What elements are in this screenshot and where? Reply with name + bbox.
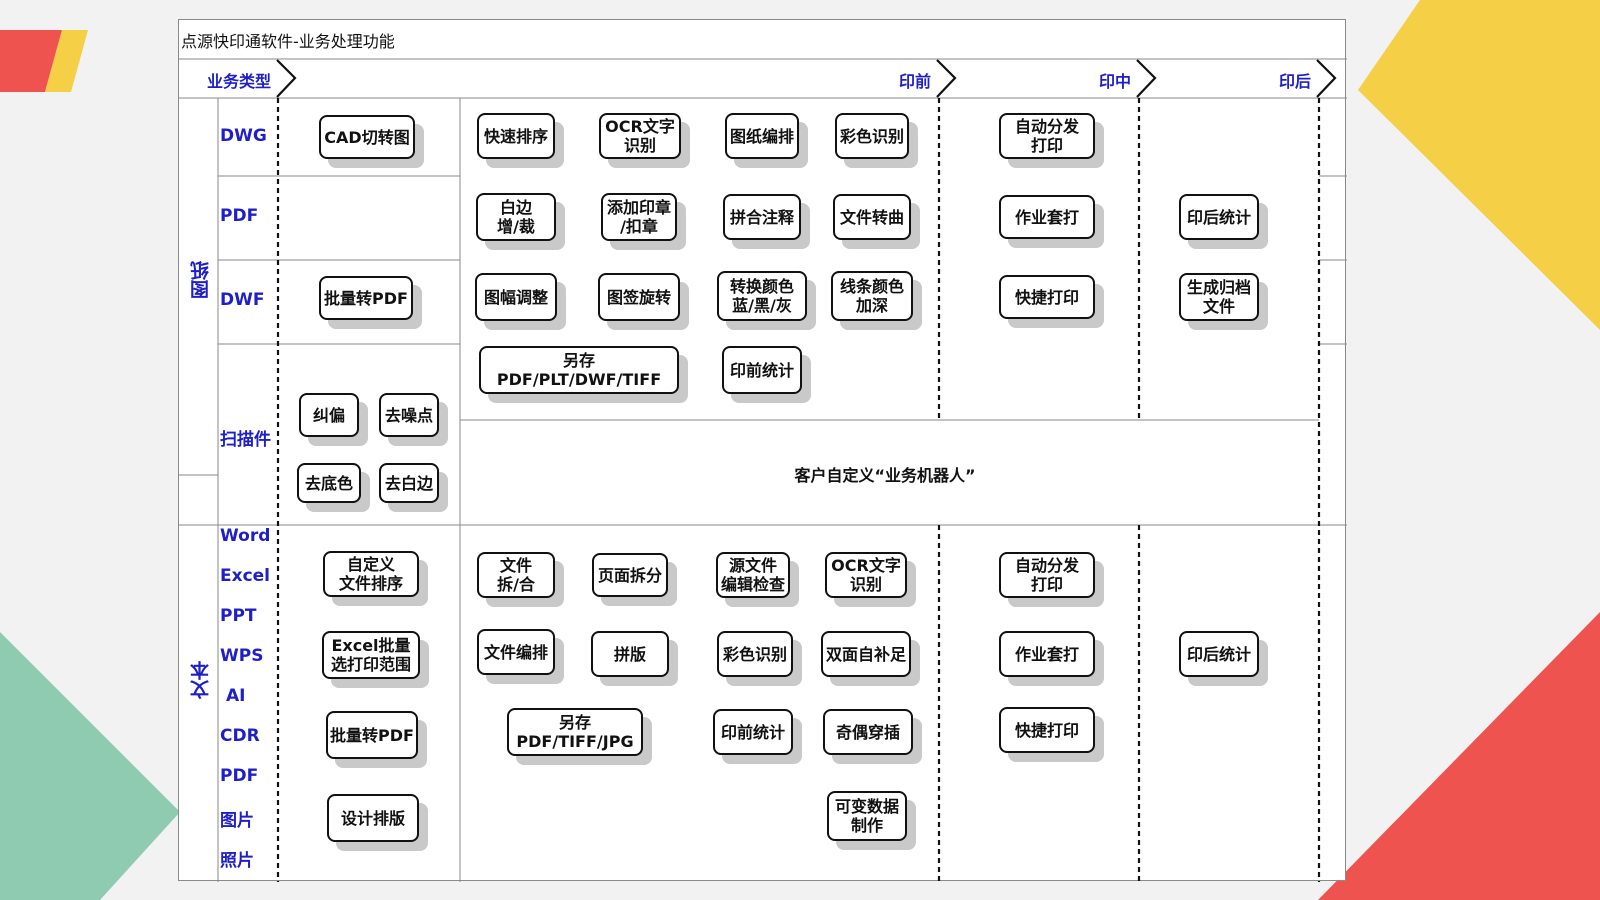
chevron-arrow-icon — [936, 59, 957, 98]
text-type-excel: Excel — [220, 566, 271, 586]
chevron-arrow-icon — [1136, 59, 1157, 98]
auto-dispatch-text-button[interactable]: 自动分发 打印 — [999, 552, 1095, 598]
duplex-fill-button[interactable]: 双面自补足 — [821, 631, 911, 677]
red-banner-shape — [0, 30, 62, 92]
row-label-dwf: DWF — [220, 290, 265, 310]
design-layout-button[interactable]: 设计排版 — [327, 794, 419, 842]
phase-post-press: 印后 — [1278, 72, 1311, 91]
yellow-banner-shape — [45, 30, 88, 92]
text-type-pdf: PDF — [220, 766, 259, 786]
diagram-grid-lines — [179, 58, 1347, 882]
group-text-label: 文本 — [190, 661, 212, 699]
source-file-check-button[interactable]: 源文件 编辑检查 — [716, 552, 790, 598]
excel-print-range-button[interactable]: Excel批量 选打印范围 — [322, 631, 420, 679]
remove-background-button[interactable]: 去底色 — [297, 463, 361, 503]
merge-annotation-button[interactable]: 拼合注释 — [723, 194, 801, 240]
business-type-header: 业务类型 — [206, 72, 271, 91]
chevron-arrow-icon — [276, 59, 297, 98]
yellow-corner-triangle — [1358, 0, 1600, 330]
color-detect-text-button[interactable]: 彩色识别 — [717, 631, 793, 677]
cad-convert-button[interactable]: CAD切转图 — [319, 115, 415, 159]
color-detect-drawing-button[interactable]: 彩色识别 — [835, 113, 909, 159]
text-type-ppt: PPT — [220, 606, 257, 626]
text-type-image: 图片 — [220, 811, 254, 831]
imposition-button[interactable]: 拼版 — [591, 631, 669, 677]
job-overlay-drawing-button[interactable]: 作业套打 — [999, 195, 1095, 239]
save-as-drawing-button[interactable]: 另存 PDF/PLT/DWF/TIFF — [479, 346, 679, 394]
text-batch-pdf-button[interactable]: 批量转PDF — [326, 711, 418, 759]
chevron-arrow-icon — [1316, 59, 1337, 98]
text-type-cdr: CDR — [220, 726, 260, 746]
pre-stats-drawing-button[interactable]: 印前统计 — [722, 346, 802, 394]
file-to-curve-button[interactable]: 文件转曲 — [833, 194, 911, 240]
quick-print-text-button[interactable]: 快捷打印 — [999, 707, 1095, 753]
denoise-button[interactable]: 去噪点 — [379, 393, 439, 437]
deskew-button[interactable]: 纠偏 — [299, 393, 359, 437]
custom-business-robot-label: 客户自定义“业务机器人” — [794, 466, 976, 485]
red-corner-triangle — [1318, 612, 1600, 900]
ocr-drawing-button[interactable]: OCR文字 识别 — [599, 113, 681, 159]
quick-print-drawing-button[interactable]: 快捷打印 — [999, 275, 1095, 319]
post-stats-text-button[interactable]: 印后统计 — [1179, 631, 1259, 677]
pre-stats-text-button[interactable]: 印前统计 — [713, 709, 793, 755]
phase-pre-press: 印前 — [898, 72, 931, 91]
quick-sort-button[interactable]: 快速排序 — [477, 113, 555, 159]
page-split-button[interactable]: 页面拆分 — [592, 553, 668, 597]
job-overlay-text-button[interactable]: 作业套打 — [999, 631, 1095, 677]
row-label-pdf: PDF — [220, 206, 259, 226]
text-type-wps: WPS — [220, 646, 264, 666]
auto-dispatch-drawing-button[interactable]: 自动分发 打印 — [999, 113, 1095, 159]
size-adjust-button[interactable]: 图幅调整 — [475, 273, 557, 321]
row-label-scan: 扫描件 — [220, 430, 271, 450]
green-corner-triangle — [0, 632, 180, 900]
text-type-ai: AI — [226, 686, 246, 706]
file-layout-button[interactable]: 文件编排 — [477, 629, 555, 675]
save-as-text-button[interactable]: 另存 PDF/TIFF/JPG — [507, 708, 643, 756]
row-label-dwg: DWG — [220, 126, 267, 146]
business-function-diagram: 点源快印通软件-业务处理功能 业务类型 印前 印中 印后 图纸 文本 DWG P… — [178, 19, 1347, 882]
archive-file-button[interactable]: 生成归档 文件 — [1179, 273, 1259, 321]
custom-file-sort-button[interactable]: 自定义 文件排序 — [323, 551, 419, 597]
text-type-photo: 照片 — [220, 851, 254, 871]
group-drawings-label: 图纸 — [190, 261, 212, 299]
diagram-title: 点源快印通软件-业务处理功能 — [181, 32, 395, 51]
color-convert-button[interactable]: 转换颜色 蓝/黑/灰 — [717, 271, 807, 321]
remove-margin-button[interactable]: 去白边 — [379, 463, 439, 503]
add-seal-button[interactable]: 添加印章 /扣章 — [601, 193, 677, 241]
margin-add-crop-button[interactable]: 白边 增/裁 — [476, 193, 556, 241]
phase-in-press: 印中 — [1098, 72, 1131, 91]
text-type-word: Word — [220, 526, 271, 546]
variable-data-button[interactable]: 可变数据 制作 — [827, 791, 907, 841]
post-stats-drawing-button[interactable]: 印后统计 — [1179, 194, 1259, 240]
odd-even-interleave-button[interactable]: 奇偶穿插 — [823, 709, 913, 755]
dwf-batch-pdf-button[interactable]: 批量转PDF — [319, 276, 413, 320]
ocr-text-button[interactable]: OCR文字 识别 — [825, 552, 907, 598]
drawing-layout-button[interactable]: 图纸编排 — [725, 113, 799, 159]
file-split-merge-button[interactable]: 文件 拆/合 — [477, 552, 555, 598]
line-darken-button[interactable]: 线条颜色 加深 — [831, 271, 913, 321]
title-block-rotate-button[interactable]: 图签旋转 — [598, 273, 680, 321]
